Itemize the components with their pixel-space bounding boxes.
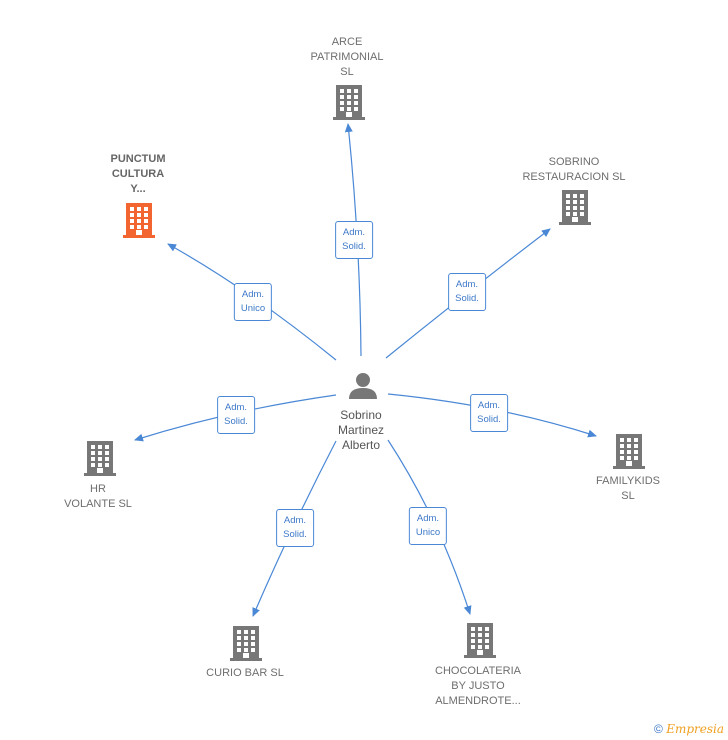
building-icon[interactable] [559,190,591,225]
company-label-arce[interactable]: ARCE PATRIMONIAL SL [310,36,384,78]
copyright-icon: © [654,722,663,736]
company-label-curio-bar[interactable]: CURIO BAR SL [206,667,284,679]
company-label-familykids[interactable]: FAMILYKIDS SL [596,475,660,502]
building-icon[interactable] [123,203,155,238]
building-icon[interactable] [464,623,496,658]
company-label-chocolateria[interactable]: CHOCOLATERIA BY JUSTO ALMENDROTE... [435,665,521,707]
center-person-name[interactable]: Sobrino Martinez Alberto [337,408,385,452]
edges-layer [134,123,597,617]
building-icon[interactable] [613,434,645,469]
role-badge-arce: Adm. Solid. [335,221,373,259]
building-icon[interactable] [333,85,365,120]
person-icon [349,373,377,399]
building-icon[interactable] [84,441,116,476]
role-badge-sobrino-restauracion: Adm. Solid. [448,273,486,311]
role-badge-familykids: Adm. Solid. [470,394,508,432]
building-icon[interactable] [230,626,262,661]
brand-logo: Empresia [666,722,724,736]
company-label-hr-volante[interactable]: HR VOLANTE SL [64,483,132,510]
role-badge-hr-volante: Adm. Solid. [217,396,255,434]
company-label-punctum[interactable]: PUNCTUM CULTURA Y... [110,153,166,195]
footer-brand: © Empresia [654,722,724,736]
role-badge-punctum: Adm. Unico [233,283,273,321]
role-badge-curio-bar: Adm. Solid. [276,509,314,547]
role-badge-chocolateria: Adm. Unico [408,507,448,545]
company-label-sobrino-restauracion[interactable]: SOBRINO RESTAURACION SL [522,156,626,183]
